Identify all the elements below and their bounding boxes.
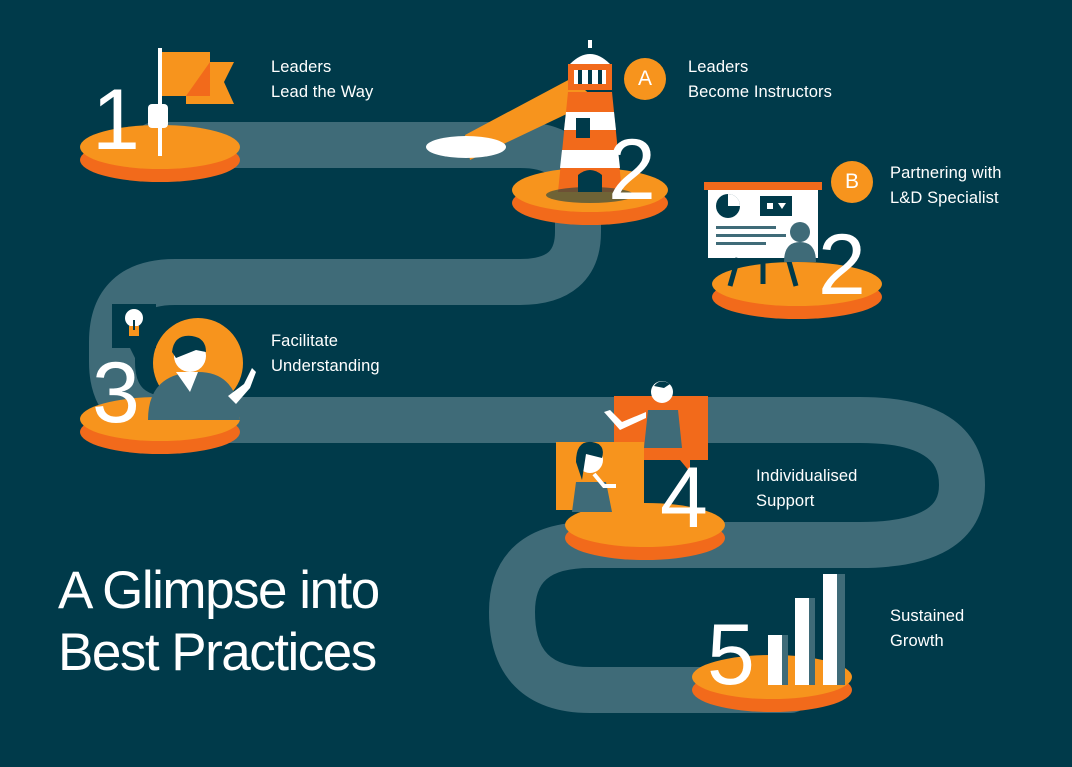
support-figures [572,381,682,512]
step-number-5: 5 [707,607,755,703]
winding-road [89,122,985,713]
step-label-1-line-1: Leaders [271,58,332,76]
step-label-3-line-1: Facilitate [271,332,339,350]
lightbulb-icon [112,304,156,358]
step-label-2b-line-2: L&D Specialist [890,189,999,207]
page-title: A Glimpse into Best Practices [58,560,380,684]
platform-1 [80,125,240,182]
step-label-5-line-2: Growth [890,632,944,650]
option-badge-b: B [831,161,873,203]
flag-icon [148,48,234,156]
presentation-board-icon [704,182,822,287]
page-title-line-1: A Glimpse into [58,561,380,620]
step-label-2a-line-1: Leaders [688,58,749,76]
step-label-4: Individualised Support [756,464,857,514]
step-number-3: 3 [92,345,140,441]
step-label-1: Leaders Lead the Way [271,55,373,105]
step-number-1: 1 [92,72,140,168]
step-label-3-line-2: Understanding [271,357,380,375]
option-badge-a: A [624,58,666,100]
step-number-2b: 2 [818,217,866,313]
step-label-4-line-2: Support [756,492,815,510]
step-number-2a: 2 [608,122,656,218]
step-label-2a-line-2: Become Instructors [688,83,832,101]
step-label-3: Facilitate Understanding [271,329,380,379]
platform-4 [565,503,725,560]
bar-chart-icon [768,574,845,685]
step-label-5: Sustained Growth [890,604,964,654]
step-label-1-line-2: Lead the Way [271,83,374,101]
step-label-2b-line-1: Partnering with [890,164,1002,182]
facilitator-figure [148,318,256,420]
step-label-5-line-1: Sustained [890,607,965,625]
page-title-line-2: Best Practices [58,623,377,682]
step-number-4: 4 [660,450,708,546]
step-label-4-line-1: Individualised [756,467,858,485]
step-label-2b: Partnering with L&D Specialist [890,161,1002,211]
step-label-2a: Leaders Become Instructors [688,55,832,105]
lighthouse-icon [426,40,634,203]
